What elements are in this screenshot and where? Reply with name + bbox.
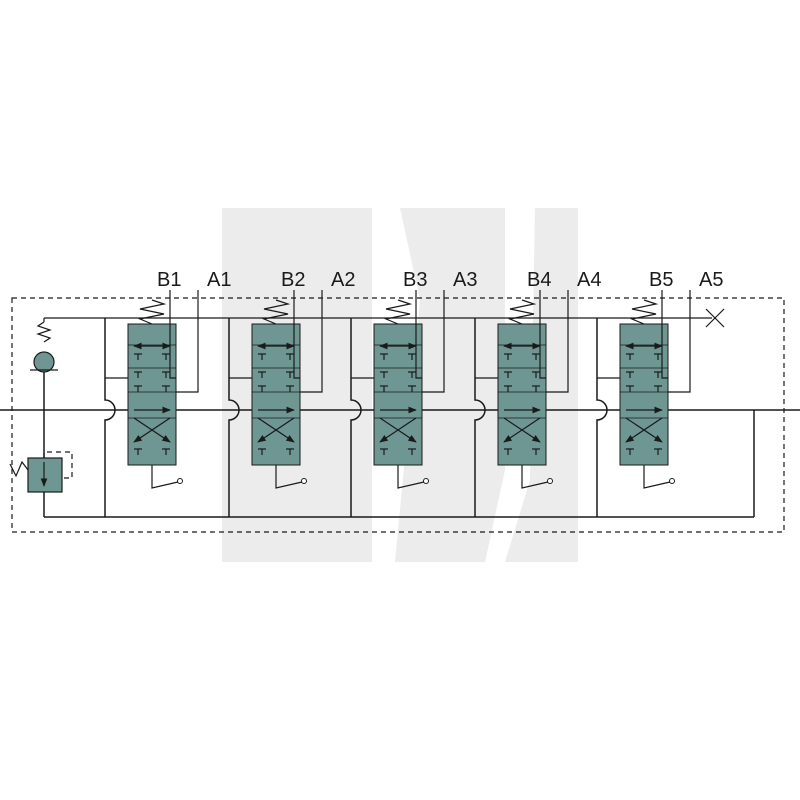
port-b-line bbox=[539, 290, 546, 379]
flow-arrow bbox=[379, 417, 417, 443]
lever-knob bbox=[547, 478, 553, 484]
port-a-line bbox=[422, 290, 445, 393]
lever-handle bbox=[643, 465, 671, 489]
valve-section: B4 A4 bbox=[474, 269, 601, 517]
lever-handle bbox=[275, 465, 303, 489]
section-boundary-line bbox=[350, 318, 362, 517]
section-boundary-line bbox=[104, 318, 116, 517]
dashed-enclosure bbox=[11, 297, 785, 533]
flow-arrow bbox=[625, 417, 663, 443]
spring-icon bbox=[261, 299, 291, 325]
lever-handle bbox=[151, 465, 179, 489]
lever-handle bbox=[397, 465, 425, 489]
valve-section: B2 A2 bbox=[228, 269, 355, 517]
port-a-label: A3 bbox=[453, 269, 477, 291]
section-boundary-line bbox=[596, 318, 608, 517]
lever-knob bbox=[301, 478, 307, 484]
port-b-label: B4 bbox=[527, 269, 551, 291]
port-b-line bbox=[169, 290, 176, 379]
section-boundary-line bbox=[228, 318, 240, 517]
spring-icon bbox=[137, 299, 167, 325]
lever-knob bbox=[669, 478, 675, 484]
spring-icon bbox=[507, 299, 537, 325]
port-a-label: A1 bbox=[207, 269, 231, 291]
valve-section: B5 A5 bbox=[596, 269, 723, 517]
lever-knob bbox=[177, 478, 183, 484]
spring-icon bbox=[629, 299, 659, 325]
valve-section: B3 A3 bbox=[350, 269, 477, 517]
plug-cross-icon bbox=[705, 308, 725, 328]
port-a-label: A2 bbox=[331, 269, 355, 291]
inlet-check-valve bbox=[30, 318, 58, 517]
flow-arrow bbox=[257, 417, 295, 443]
port-a-line bbox=[668, 290, 691, 393]
port-b-label: B2 bbox=[281, 269, 305, 291]
port-b-line bbox=[415, 290, 422, 379]
flow-arrow bbox=[503, 417, 541, 443]
valve-section: B1 A1 bbox=[104, 269, 231, 517]
relief-valve bbox=[9, 451, 73, 493]
port-a-line bbox=[176, 290, 199, 393]
spring-icon bbox=[383, 299, 413, 325]
port-a-label: A5 bbox=[699, 269, 723, 291]
port-a-label: A4 bbox=[577, 269, 601, 291]
port-b-label: B3 bbox=[403, 269, 427, 291]
lever-knob bbox=[423, 478, 429, 484]
port-b-line bbox=[661, 290, 668, 379]
lever-handle bbox=[521, 465, 549, 489]
section-boundary-line bbox=[474, 318, 486, 517]
port-a-line bbox=[546, 290, 569, 393]
port-b-label: B5 bbox=[649, 269, 673, 291]
port-b-line bbox=[293, 290, 300, 379]
port-a-line bbox=[300, 290, 323, 393]
port-b-label: B1 bbox=[157, 269, 181, 291]
flow-arrow bbox=[133, 417, 171, 443]
